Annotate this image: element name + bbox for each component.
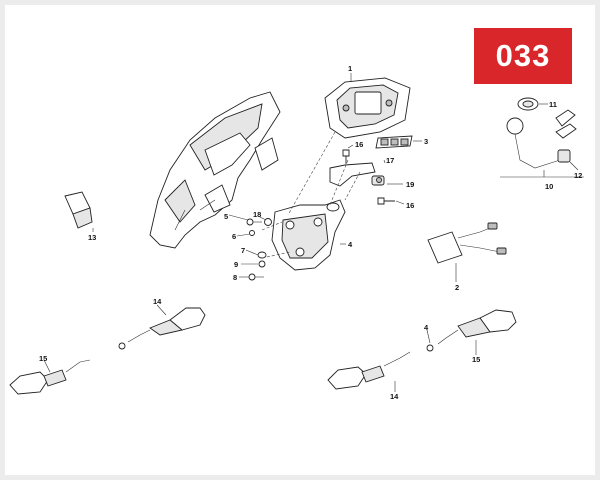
callout-labels: 1 2 3 4 4 5 6 7 8 9 10 11 12 13 14 14 15… — [39, 64, 582, 401]
callout-12: 12 — [574, 171, 582, 180]
support-bracket — [329, 162, 376, 187]
callout-3: 3 — [424, 137, 428, 146]
turn-indicator-front-left — [118, 307, 206, 350]
callout-15-front: 15 — [472, 355, 480, 364]
callout-16-upper: 16 — [355, 140, 363, 149]
callout-8: 8 — [233, 273, 237, 282]
callout-leaders — [43, 73, 579, 392]
callout-9: 9 — [234, 260, 238, 269]
turn-indicator-rear-left — [9, 359, 91, 395]
turn-indicator-front-right — [426, 309, 517, 352]
callout-13: 13 — [88, 233, 96, 242]
callout-11: 11 — [549, 100, 557, 109]
callout-10: 10 — [545, 182, 553, 191]
callout-4-washer: 4 — [424, 323, 429, 332]
callout-18: 18 — [253, 210, 261, 219]
callout-15-rear: 15 — [39, 354, 47, 363]
callout-2: 2 — [455, 283, 459, 292]
screw-group — [342, 149, 395, 205]
callout-5: 5 — [224, 212, 228, 221]
callout-14-front: 14 — [153, 297, 162, 306]
callout-19: 19 — [406, 180, 414, 189]
key-lock-set — [500, 97, 584, 178]
headlight-fairing — [149, 91, 281, 249]
assembly-lines — [261, 131, 361, 259]
callout-6: 6 — [232, 232, 236, 241]
callout-1: 1 — [348, 64, 352, 73]
callout-7: 7 — [241, 246, 245, 255]
callout-17: 17 — [386, 156, 394, 165]
page-code-badge: 033 — [474, 28, 572, 84]
control-module — [427, 222, 507, 264]
cluster-cover — [375, 135, 413, 149]
relay — [64, 191, 93, 229]
turn-indicator-rear-right — [327, 351, 411, 390]
callout-16-lower: 16 — [406, 201, 414, 210]
callout-14-rear: 14 — [390, 392, 399, 401]
mounting-bracket — [271, 199, 346, 271]
callout-4-bracket: 4 — [348, 240, 353, 249]
ambient-sensor — [371, 175, 385, 186]
instrument-cluster — [324, 77, 411, 139]
